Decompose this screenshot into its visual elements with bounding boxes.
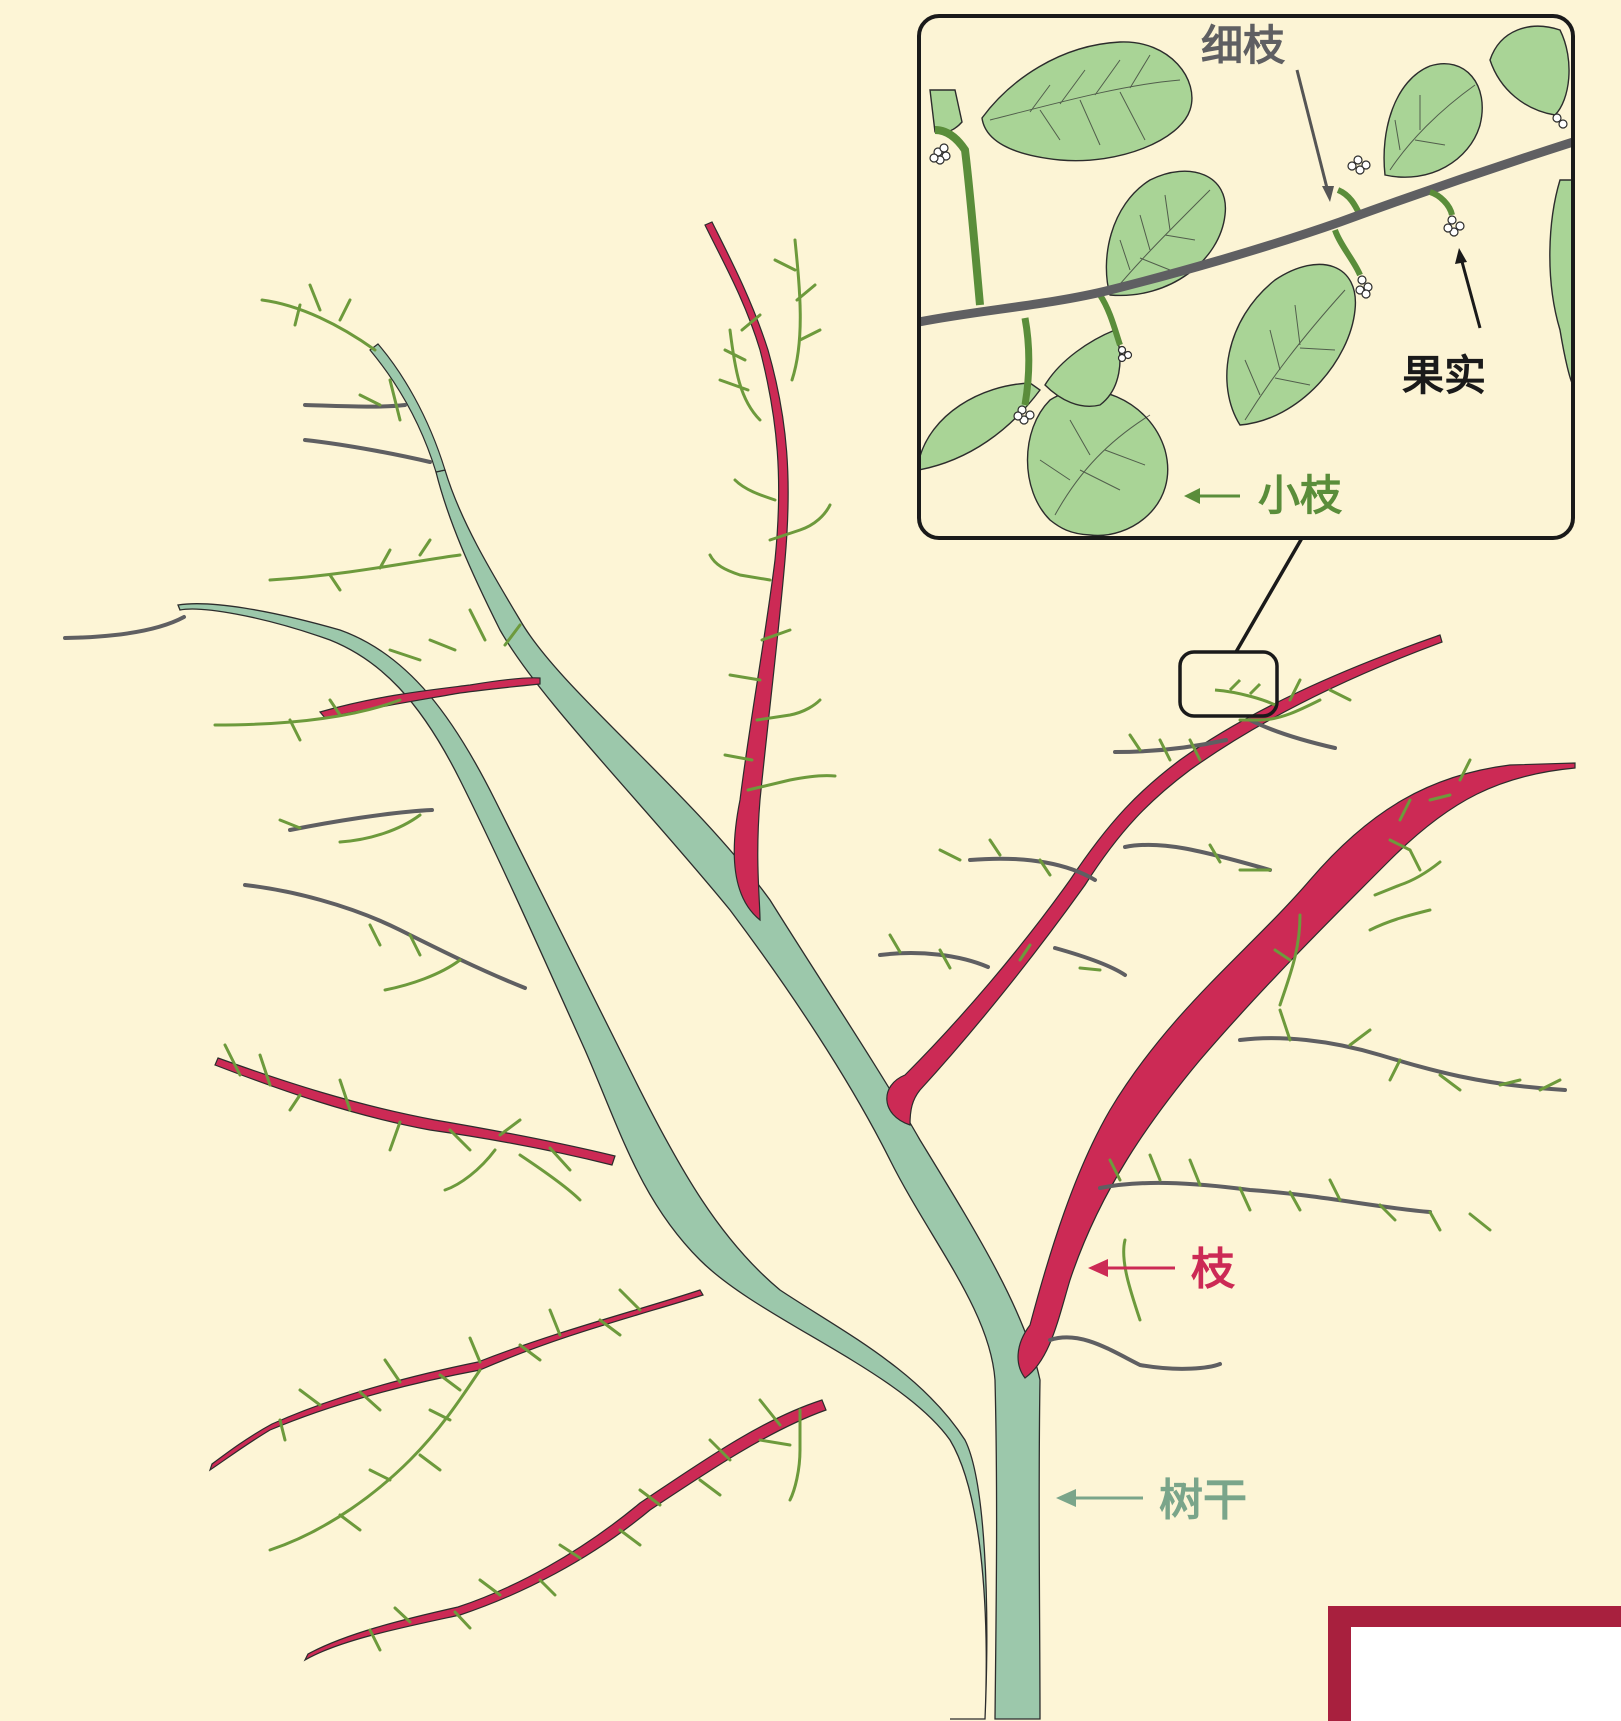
- fruit-label: 果实: [1402, 351, 1486, 400]
- twig: [245, 885, 525, 988]
- sprig: [270, 1370, 480, 1550]
- twig: [65, 617, 184, 638]
- sprig: [1124, 1240, 1140, 1320]
- stem: [1025, 318, 1029, 405]
- twig: [305, 405, 405, 407]
- callout-selection-box: [1180, 652, 1277, 716]
- sprig: [710, 480, 830, 580]
- twig: [305, 440, 430, 462]
- twig: [1055, 948, 1125, 975]
- trunk-label: 树干: [1159, 1475, 1247, 1526]
- sprig: [1280, 1010, 1560, 1090]
- sprig: [360, 380, 400, 420]
- callout-sprig: [1215, 680, 1275, 705]
- sprig: [262, 285, 375, 350]
- branch-label: 枝: [1191, 1244, 1236, 1295]
- sprig: [270, 540, 460, 590]
- branch-arrowhead: [1088, 1259, 1108, 1277]
- twig: [1050, 1337, 1220, 1369]
- branch-lower-2: [305, 1400, 826, 1660]
- twig-label: 小枝: [1258, 471, 1343, 520]
- callout-connector: [1236, 538, 1302, 652]
- sprig: [370, 925, 460, 990]
- inset-panel: 细枝 果实 小枝: [919, 16, 1573, 538]
- trunk-main-stem: [436, 470, 1040, 1719]
- fine-twig-label: 细枝: [1201, 21, 1286, 70]
- trunk-arrowhead: [1056, 1489, 1076, 1507]
- twig: [1100, 1183, 1430, 1212]
- main-labels: 枝 树干: [1056, 1244, 1247, 1526]
- sprig: [1110, 1155, 1490, 1230]
- branch-left-mid: [215, 1058, 615, 1165]
- corner-frame-inner: [1351, 1627, 1621, 1721]
- sprig: [1130, 735, 1170, 760]
- twig: [1125, 845, 1270, 870]
- branch-lower-1: [210, 1290, 703, 1470]
- sprig: [775, 240, 820, 380]
- zoom-callout: [1180, 538, 1302, 716]
- sprig: [280, 1290, 640, 1440]
- sprig: [225, 1045, 570, 1170]
- corner-frame: [1328, 1606, 1621, 1721]
- twig: [880, 953, 988, 967]
- twig: [1250, 720, 1335, 748]
